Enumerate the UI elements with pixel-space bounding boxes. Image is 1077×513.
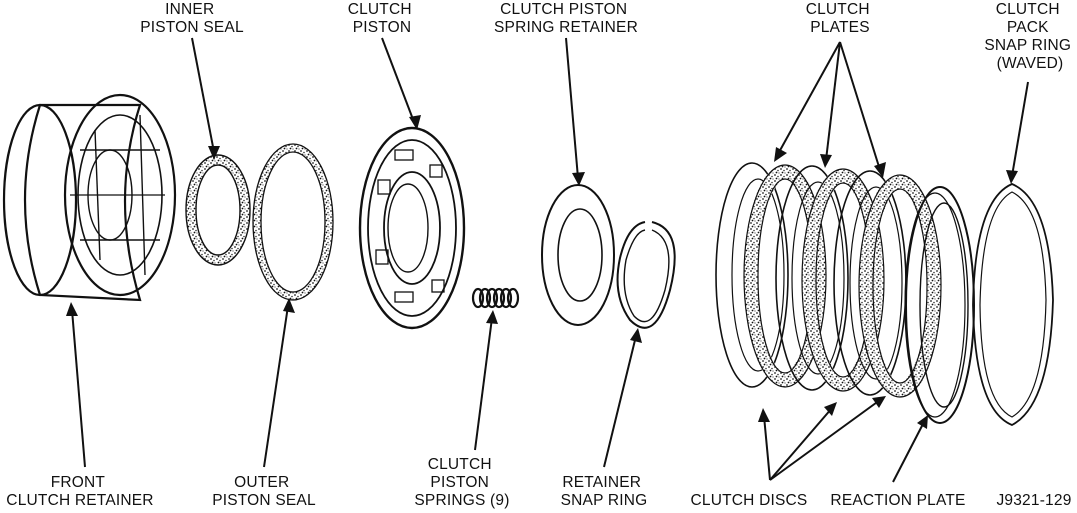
front-clutch-retainer-part (2, 93, 177, 302)
clutch-pack-part (715, 162, 942, 398)
label-front-clutch-retainer: FRONT CLUTCH RETAINER (6, 474, 153, 509)
label-reaction-plate: REACTION PLATE (830, 492, 965, 509)
clutch-piston-springs-part (471, 287, 520, 309)
label-retainer-snap-ring: RETAINER SNAP RING (561, 474, 648, 509)
labels: INNER PISTON SEAL CLUTCH PISTON CLUTCH P… (6, 1, 1075, 509)
label-clutch-piston-spring-retainer: CLUTCH PISTON SPRING RETAINER (494, 1, 638, 36)
label-clutch-piston-springs: CLUTCH PISTON SPRINGS (9) (414, 456, 509, 509)
label-outer-piston-seal: OUTER PISTON SEAL (212, 474, 316, 509)
retainer-snap-ring-part (616, 221, 676, 329)
outer-piston-seal-part (252, 143, 334, 301)
clutch-piston-part (358, 126, 466, 330)
label-clutch-pack-snap-ring: CLUTCH PACK SNAP RING (WAVED) (984, 1, 1075, 72)
label-clutch-piston: CLUTCH PISTON (348, 1, 417, 36)
inner-piston-seal-part (185, 154, 251, 266)
leader-lines (66, 37, 1029, 483)
reaction-plate-part (904, 186, 975, 424)
label-figure-id: J9321-129 (996, 492, 1071, 509)
waved-snap-ring-part (972, 183, 1054, 426)
label-clutch-plates: CLUTCH PLATES (806, 1, 875, 36)
label-inner-piston-seal: INNER PISTON SEAL (140, 1, 244, 36)
spring-retainer-part (541, 184, 615, 326)
label-clutch-discs: CLUTCH DISCS (691, 492, 808, 509)
